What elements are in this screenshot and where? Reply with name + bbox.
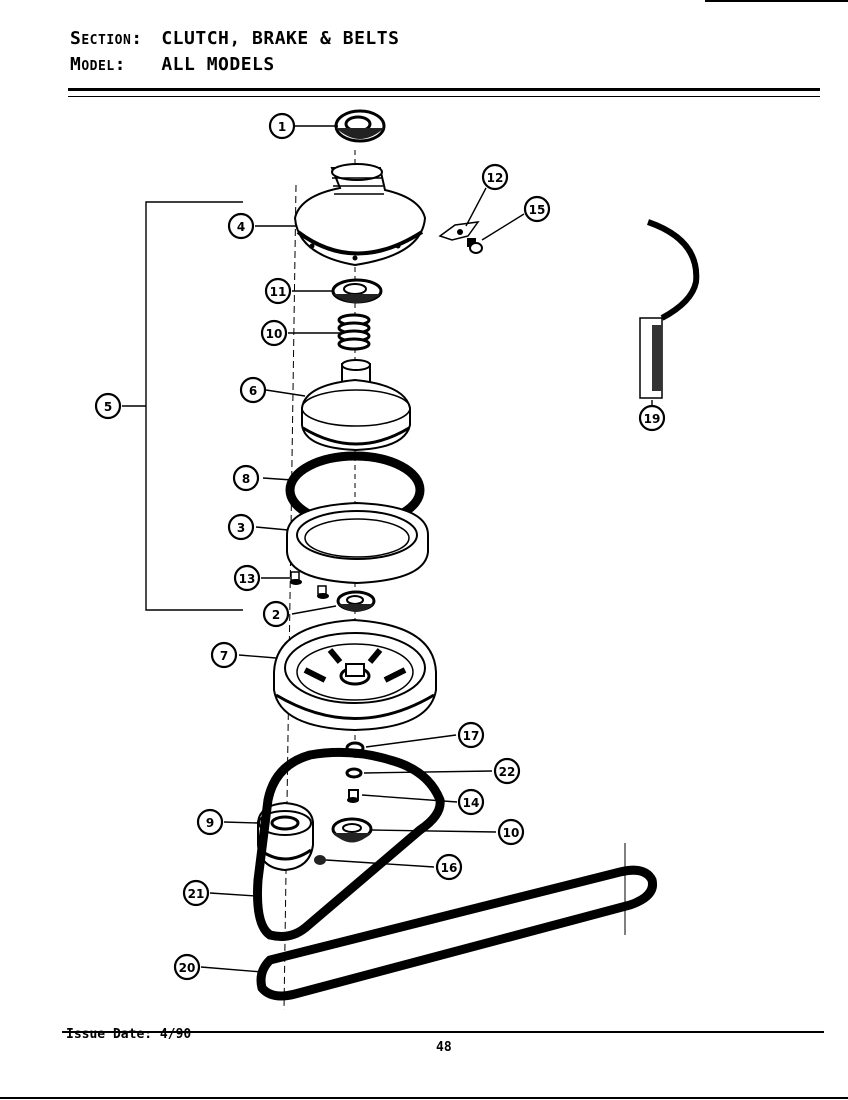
top-corner-rule: [705, 0, 848, 2]
callout-label: 6: [249, 384, 257, 398]
header-rule-thick: [68, 88, 820, 91]
callout-label: 1: [278, 120, 286, 134]
leader-6: [265, 389, 306, 397]
leader-12: [465, 187, 487, 227]
leader-15: [481, 213, 525, 241]
callout-label: 21: [188, 887, 205, 901]
screw-part: [467, 238, 483, 254]
leader-10b: [371, 829, 497, 833]
model-heading: Model: ALL MODELS: [70, 54, 275, 75]
callout-11: 11: [264, 277, 292, 305]
nut-part: [345, 767, 363, 779]
bottom-edge-rule: [0, 1097, 848, 1099]
callout-14: 14: [457, 788, 485, 816]
drive-belt-part: [253, 747, 445, 941]
callout-label: 17: [463, 729, 480, 743]
callout-2: 2: [262, 600, 290, 628]
idler-bearing-part: [331, 817, 373, 843]
callout-label: 9: [206, 816, 214, 830]
motor-pulley-part: [257, 801, 314, 872]
lower-bearing-part: [336, 590, 376, 612]
clutch-bearing-part: [331, 278, 383, 304]
small-nut-part: [314, 855, 326, 865]
header-rule-thin: [68, 96, 820, 97]
brake-ring-part: [286, 501, 429, 585]
callout-20: 20: [173, 953, 201, 981]
callout-16: 16: [435, 853, 463, 881]
leader-8: [262, 477, 293, 481]
callout-1: 1: [268, 112, 296, 140]
callout-17: 17: [457, 721, 485, 749]
callout-label: 15: [529, 203, 546, 217]
callout-10: 10: [497, 818, 525, 846]
section-heading: Section: CLUTCH, BRAKE & BELTS: [70, 28, 399, 49]
callout-label: 10: [266, 327, 283, 341]
pump-belt-part: [256, 865, 658, 1001]
bolt-part: [290, 571, 329, 599]
callout-22: 22: [493, 757, 521, 785]
clutch-drum-part: [301, 359, 411, 452]
callout-10: 10: [260, 319, 288, 347]
callout-label: 19: [644, 412, 661, 426]
leader-20: [200, 966, 263, 973]
callout-label: 8: [242, 472, 250, 486]
leader-14: [361, 794, 458, 803]
page-number: 48: [436, 1040, 452, 1055]
pin-part: [347, 789, 359, 803]
leader-9: [223, 821, 259, 824]
callout-12: 12: [481, 163, 509, 191]
brake-housing-part: [293, 163, 427, 267]
issue-date: Issue Date: 4/90: [66, 1027, 192, 1042]
leader-21: [209, 892, 257, 897]
assembly-bracket: [145, 201, 243, 611]
callout-label: 10: [503, 826, 520, 840]
callout-label: 4: [237, 220, 245, 234]
spring-part: [337, 313, 371, 351]
leader-17: [365, 734, 457, 748]
bearing-part: [334, 109, 386, 143]
callout-7: 7: [210, 641, 238, 669]
callout-9: 9: [196, 808, 224, 836]
callout-label: 5: [104, 400, 112, 414]
callout-label: 11: [270, 285, 287, 299]
callout-label: 3: [237, 521, 245, 535]
drive-pulley-part: [273, 618, 437, 732]
callout-4: 4: [227, 212, 255, 240]
callout-3: 3: [227, 513, 255, 541]
bracket-part: [438, 221, 480, 241]
center-axis-line: [283, 184, 297, 1011]
callout-6: 6: [239, 376, 267, 404]
callout-21: 21: [182, 879, 210, 907]
leader-16: [325, 859, 435, 868]
callout-label: 20: [179, 961, 196, 975]
section-key: Section:: [70, 28, 143, 49]
model-value: ALL MODELS: [161, 54, 275, 75]
callout-label: 7: [220, 649, 228, 663]
footer-rule: [62, 1031, 824, 1033]
callout-19: 19: [638, 404, 666, 432]
model-key: Model:: [70, 54, 126, 75]
callout-15: 15: [523, 195, 551, 223]
section-value: CLUTCH, BRAKE & BELTS: [161, 28, 400, 49]
leader-2: [291, 605, 337, 615]
spanner-tool-part: [639, 219, 700, 399]
leader-3: [255, 526, 289, 531]
callout-5: 5: [94, 392, 122, 420]
callout-label: 22: [499, 765, 516, 779]
callout-label: 13: [239, 572, 256, 586]
callout-13: 13: [233, 564, 261, 592]
callout-label: 2: [272, 608, 280, 622]
leader-7: [238, 654, 277, 659]
callout-label: 16: [441, 861, 458, 875]
leader-22: [363, 770, 493, 774]
callout-8: 8: [232, 464, 260, 492]
callout-label: 12: [487, 171, 504, 185]
callout-label: 14: [463, 796, 480, 810]
